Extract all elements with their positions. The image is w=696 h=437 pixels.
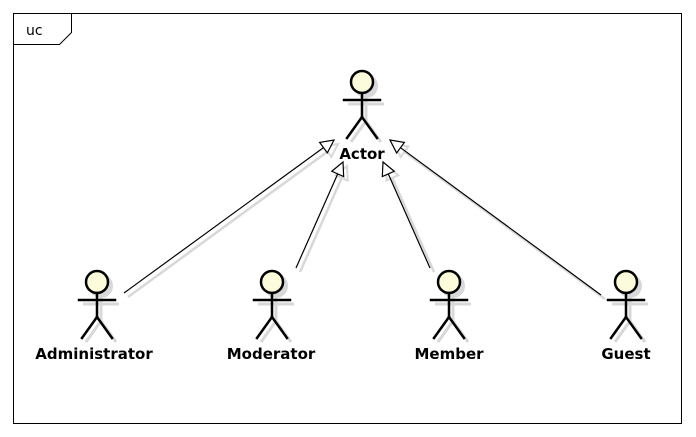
generalization-edges	[123, 139, 606, 301]
actor-left-leg	[80, 315, 99, 340]
generalization-arrowhead	[318, 139, 336, 155]
actor-figure	[606, 269, 646, 340]
edge-line	[123, 147, 324, 294]
actor-figure	[429, 269, 469, 340]
generalization-administrator[interactable]	[123, 139, 340, 299]
generalization-guest[interactable]	[388, 139, 606, 301]
edge-shadow	[403, 150, 606, 301]
actor-head	[84, 269, 110, 295]
actor-left-leg	[255, 315, 274, 340]
frame-label: uc	[26, 23, 43, 39]
administrator-label: Administrator	[35, 345, 153, 363]
actor-guest[interactable]: Guest	[601, 269, 651, 363]
actor-head	[349, 69, 375, 95]
actor-figure	[252, 269, 292, 340]
moderator-label: Moderator	[227, 345, 316, 363]
generalization-arrowhead	[388, 139, 406, 155]
diagram-frame: uc	[13, 13, 682, 424]
actor-administrator[interactable]: Administrator	[35, 269, 153, 363]
actor-head	[613, 269, 639, 295]
actor-left-leg	[609, 315, 628, 340]
actors: Actor Administrator Moderator Member Gue…	[35, 69, 651, 363]
actor-left-leg	[432, 315, 451, 340]
actor-head	[259, 269, 285, 295]
member-label: Member	[414, 345, 484, 363]
actor-left-leg	[345, 115, 364, 140]
edge-line	[400, 147, 602, 296]
actor-right-leg	[447, 315, 466, 340]
generalization-arrowhead	[381, 160, 396, 178]
edge-shadow	[298, 177, 343, 273]
generalization-moderator[interactable]	[295, 160, 349, 273]
actor-right-leg	[95, 315, 114, 340]
generalization-arrowhead	[330, 160, 345, 178]
actor-head	[436, 269, 462, 295]
actor-member[interactable]: Member	[414, 269, 484, 363]
actor-right-leg	[624, 315, 643, 340]
edge-line	[295, 173, 339, 269]
actor-moderator[interactable]: Moderator	[227, 269, 316, 363]
actor-actor[interactable]: Actor	[339, 69, 385, 163]
actor-right-leg	[360, 115, 379, 140]
edge-line	[387, 173, 431, 269]
edge-shadow	[391, 177, 436, 273]
edge-shadow	[127, 150, 329, 299]
actor-figure	[77, 269, 117, 340]
guest-label: Guest	[601, 345, 650, 363]
actor-figure	[342, 69, 382, 140]
actor-label: Actor	[339, 145, 385, 163]
generalization-member[interactable]	[381, 160, 436, 273]
actor-right-leg	[270, 315, 289, 340]
